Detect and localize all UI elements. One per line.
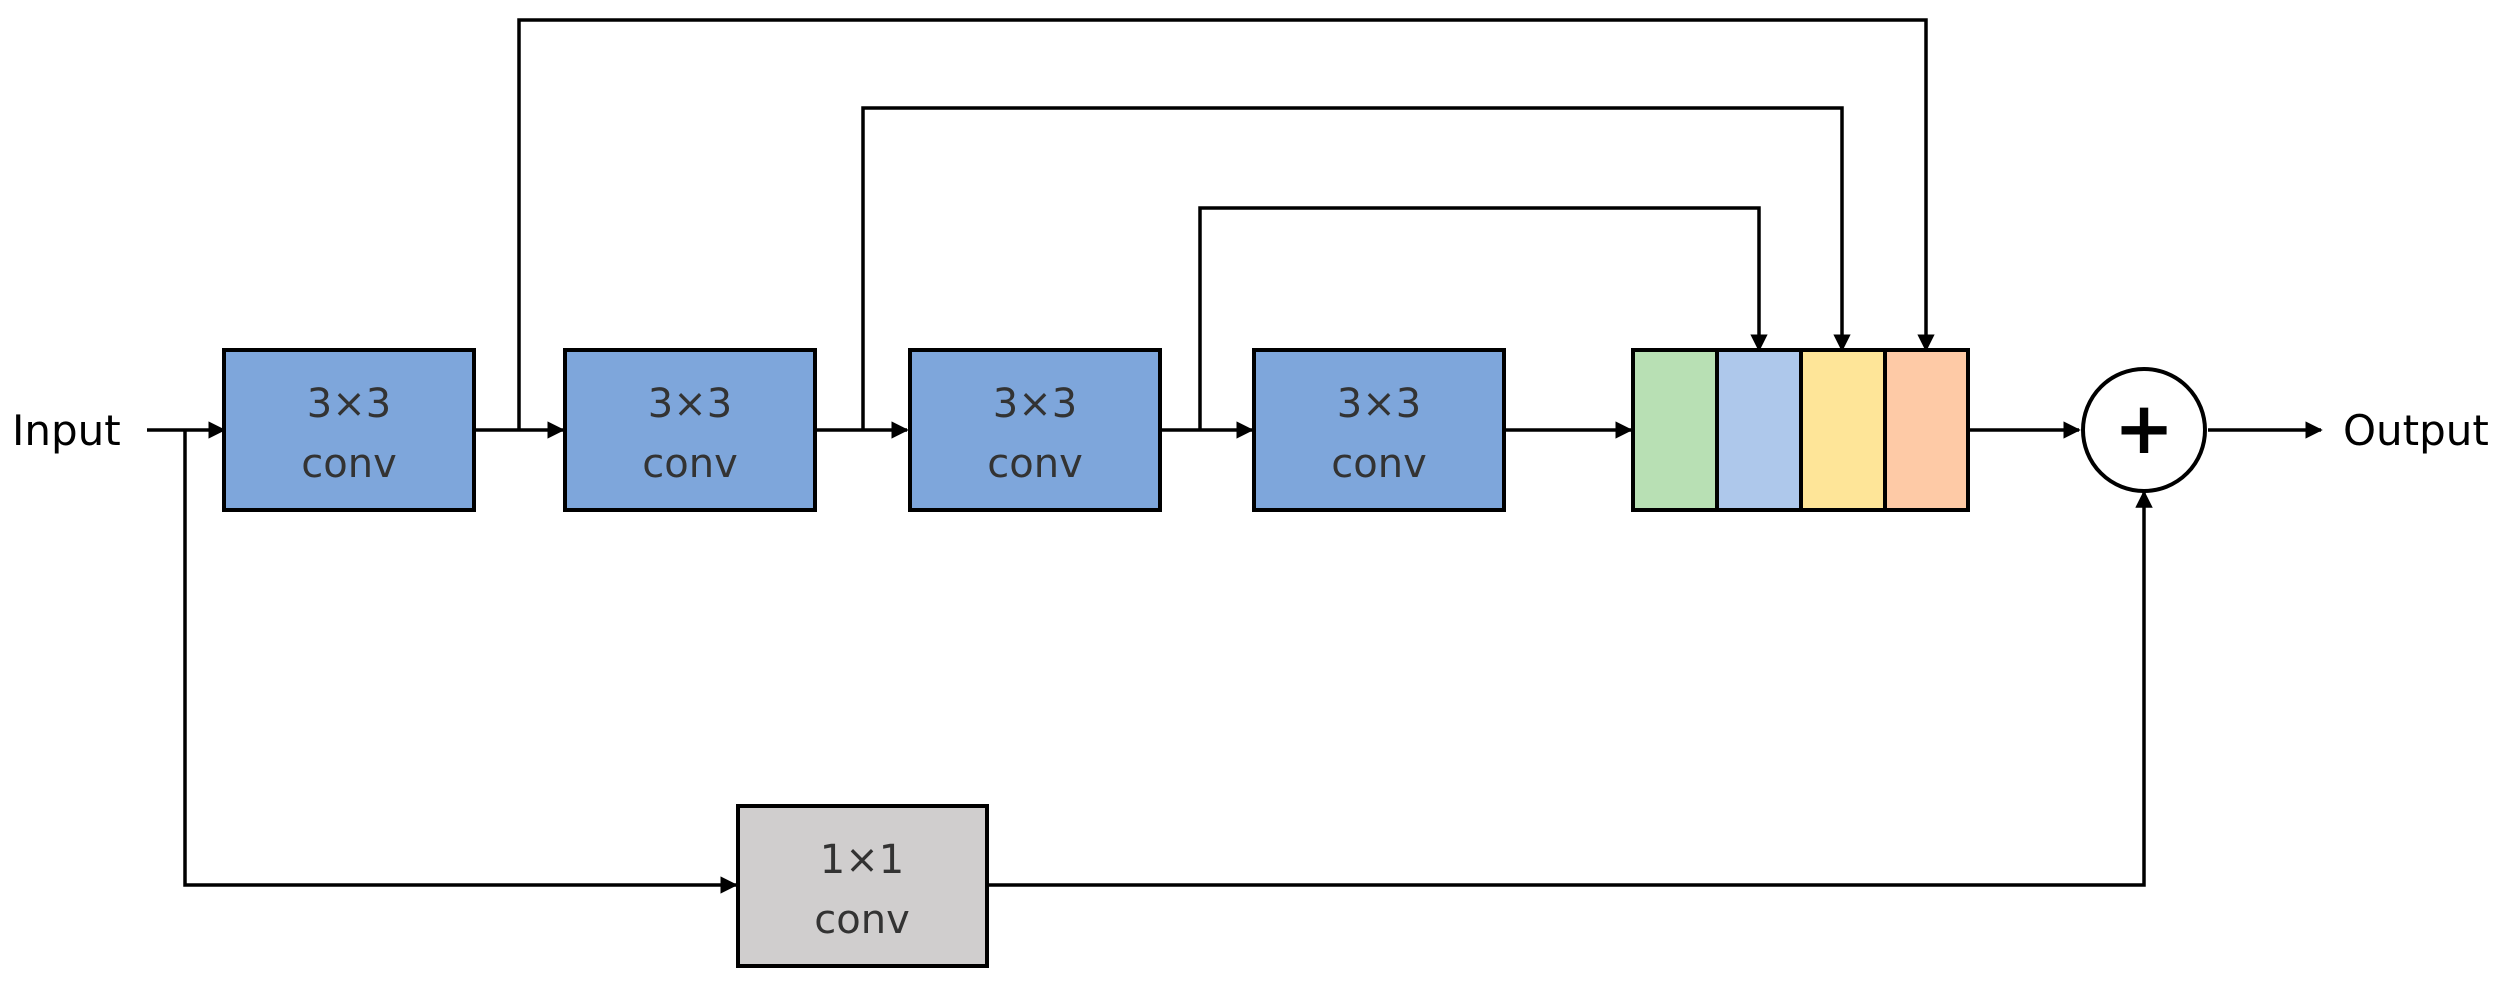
output-label: Output bbox=[2343, 406, 2489, 455]
conv-block-4: 3×3 conv bbox=[1252, 348, 1506, 512]
conv-block-4-op: conv bbox=[1331, 441, 1427, 487]
conv-block-4-kernel: 3×3 bbox=[1337, 381, 1421, 427]
concat-segment-4 bbox=[1883, 348, 1970, 512]
add-symbol: + bbox=[2114, 386, 2174, 470]
concat-block bbox=[1631, 348, 1970, 512]
conv-block-1: 3×3 conv bbox=[222, 348, 476, 512]
add-circle bbox=[2081, 367, 2207, 493]
conv-block-2-op: conv bbox=[642, 441, 738, 487]
concat-segment-1 bbox=[1631, 348, 1719, 512]
conv-block-3: 3×3 conv bbox=[908, 348, 1162, 512]
conv-block-3-box bbox=[908, 348, 1162, 512]
skip-line-conv3-to-concat bbox=[1198, 206, 1768, 430]
conv-block-2-box bbox=[563, 348, 817, 512]
conv-block-3-kernel: 3×3 bbox=[993, 381, 1077, 427]
conv-block-2: 3×3 conv bbox=[563, 348, 817, 512]
add-node: + bbox=[2081, 367, 2207, 493]
conv-block-2-kernel: 3×3 bbox=[648, 381, 732, 427]
concat-segment-2 bbox=[1715, 348, 1803, 512]
skip-conv-block-kernel: 1×1 bbox=[820, 837, 904, 883]
residual-line-1x1-to-add bbox=[987, 490, 2153, 887]
concat-segment-3 bbox=[1799, 348, 1887, 512]
conv-block-3-op: conv bbox=[987, 441, 1083, 487]
skip-conv-block-box bbox=[736, 804, 989, 968]
input-label: Input bbox=[12, 406, 121, 455]
residual-line-input-to-1x1 bbox=[183, 430, 738, 894]
skip-line-conv2-to-concat bbox=[861, 106, 1851, 430]
conv-block-4-box bbox=[1252, 348, 1506, 512]
skip-conv-block-op: conv bbox=[814, 897, 910, 943]
conv-block-1-op: conv bbox=[301, 441, 397, 487]
conv-block-1-kernel: 3×3 bbox=[307, 381, 391, 427]
skip-conv-block: 1×1 conv bbox=[736, 804, 989, 968]
conv-block-1-box bbox=[222, 348, 476, 512]
skip-line-conv1-to-concat bbox=[517, 18, 1935, 430]
